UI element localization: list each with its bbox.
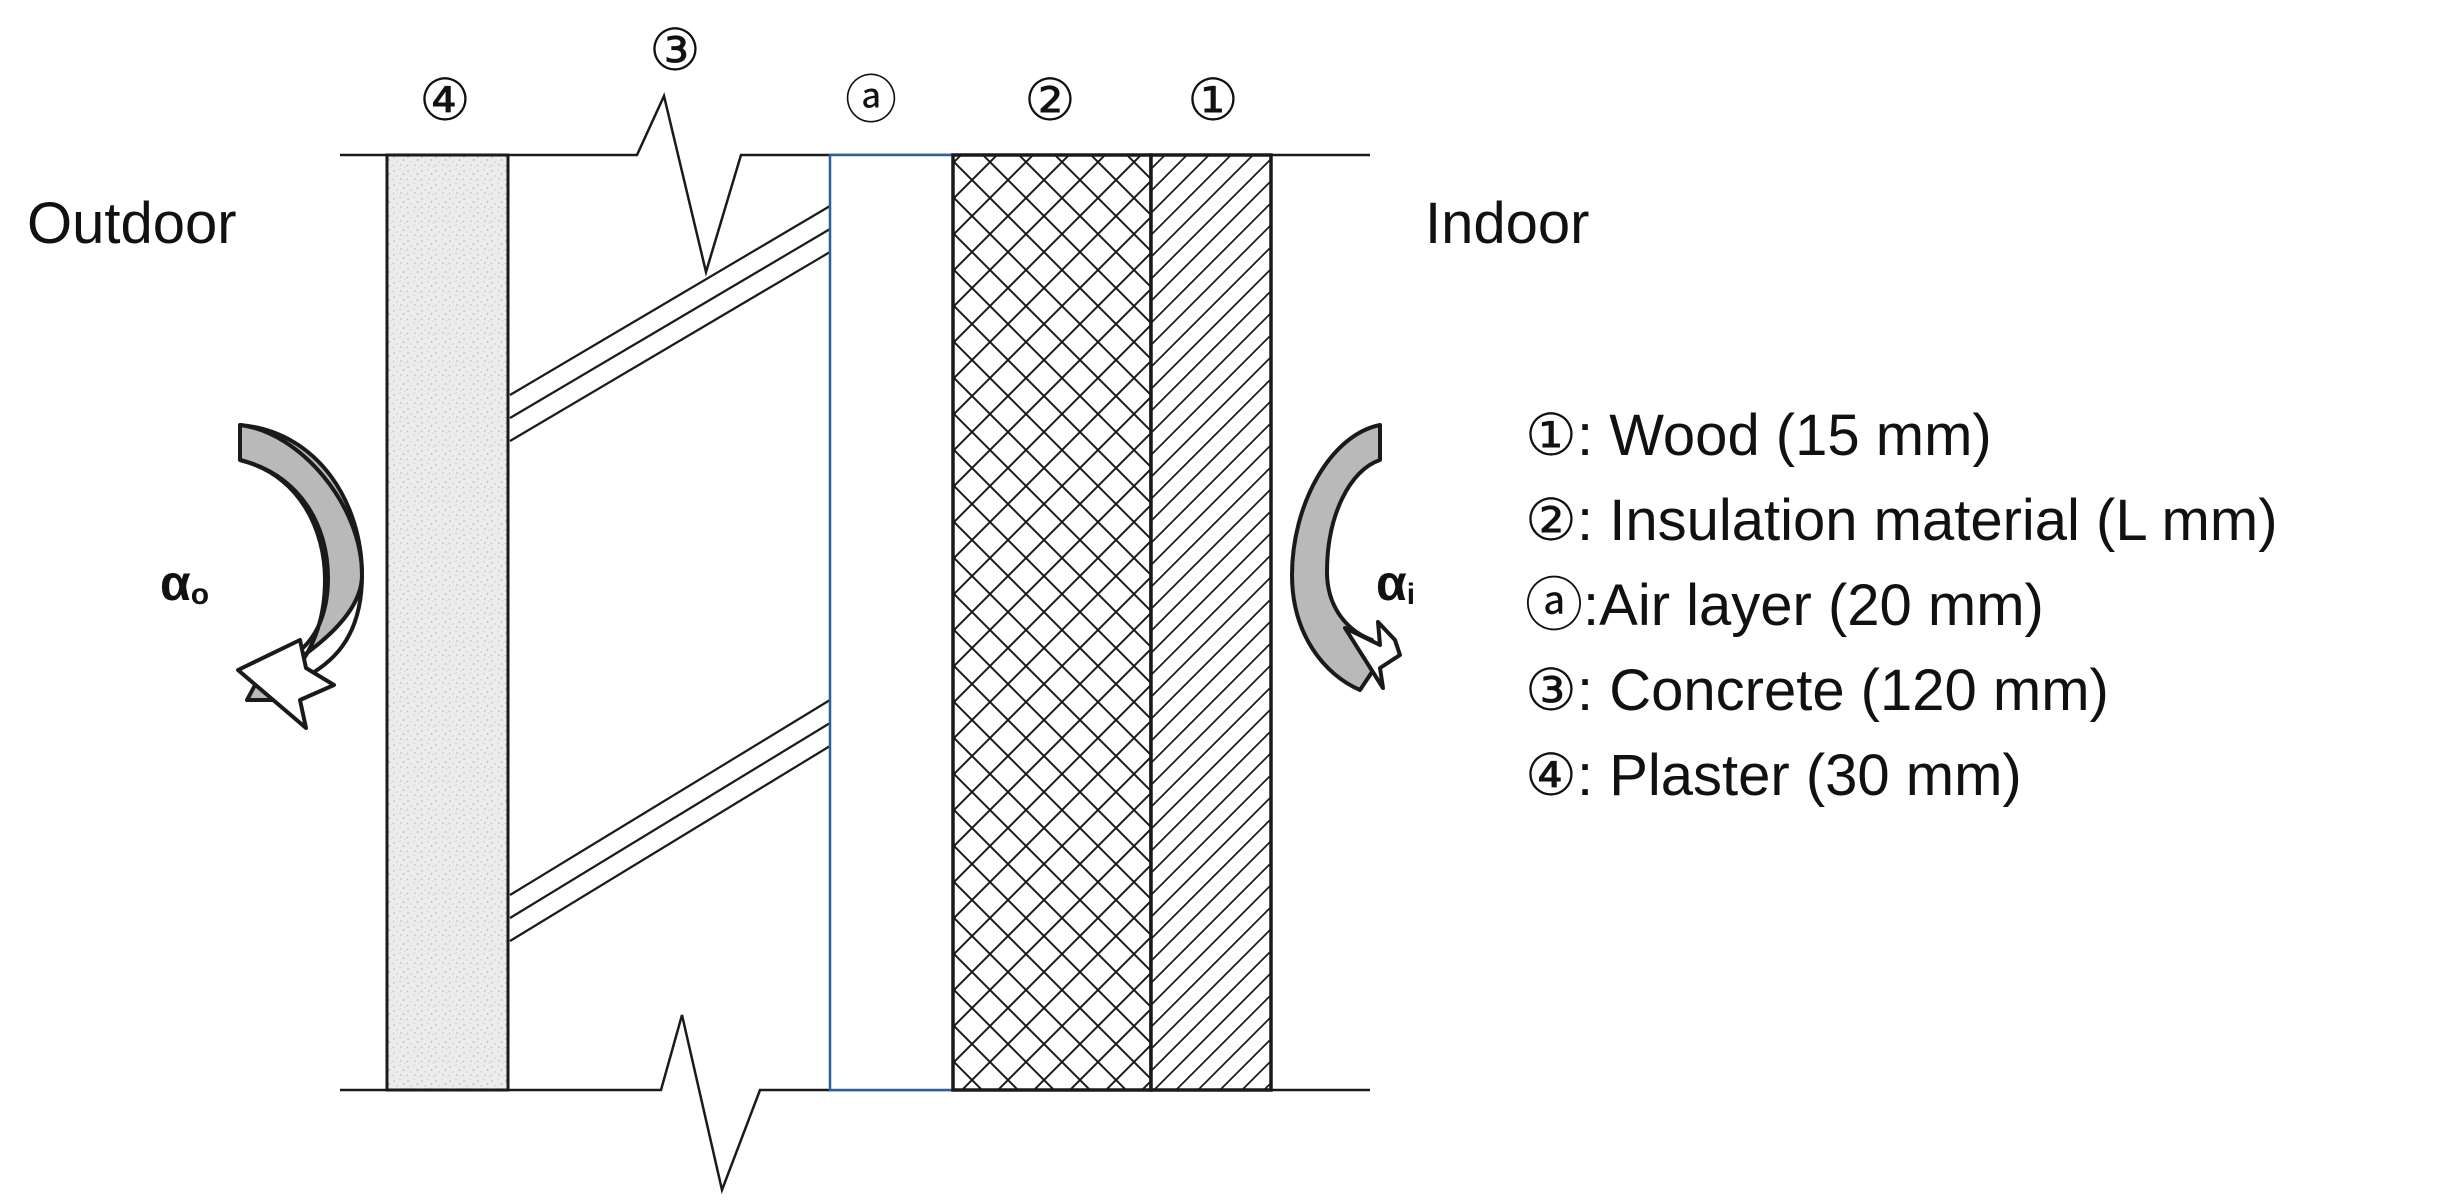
concrete-tie-upper <box>509 205 831 442</box>
wood-layer <box>1149 153 1273 1092</box>
outdoor-label: Outdoor <box>27 191 237 256</box>
indoor-heat-arrow-icon <box>1290 423 1402 692</box>
legend-item: ①: Wood (15 mm) <box>1525 403 1992 468</box>
concrete-mark: ③ <box>649 18 701 83</box>
concrete-tie-lower <box>509 699 831 942</box>
insulation-layer <box>951 153 1153 1092</box>
outdoor-coefficient: αo <box>160 555 209 611</box>
layer-legend: ①: Wood (15 mm) ②: Insulation material (… <box>1525 403 2278 808</box>
legend-item: ④: Plaster (30 mm) <box>1525 743 2022 808</box>
insulation-mark: ② <box>1024 68 1076 133</box>
outdoor-heat-arrow-icon <box>236 423 364 730</box>
legend-item: ②: Insulation material (L mm) <box>1525 488 2278 553</box>
wood-mark: ① <box>1187 68 1239 133</box>
legend-item: ⓐ:Air layer (20 mm) <box>1525 573 2044 638</box>
air-mark: ⓐ <box>845 72 897 130</box>
legend-item: ③: Concrete (120 mm) <box>1525 658 2109 723</box>
plaster-mark: ④ <box>419 68 471 133</box>
air-layer <box>828 153 955 1092</box>
indoor-label: Indoor <box>1425 191 1589 256</box>
indoor-coefficient: αi <box>1376 555 1415 611</box>
plaster-layer <box>385 153 510 1092</box>
